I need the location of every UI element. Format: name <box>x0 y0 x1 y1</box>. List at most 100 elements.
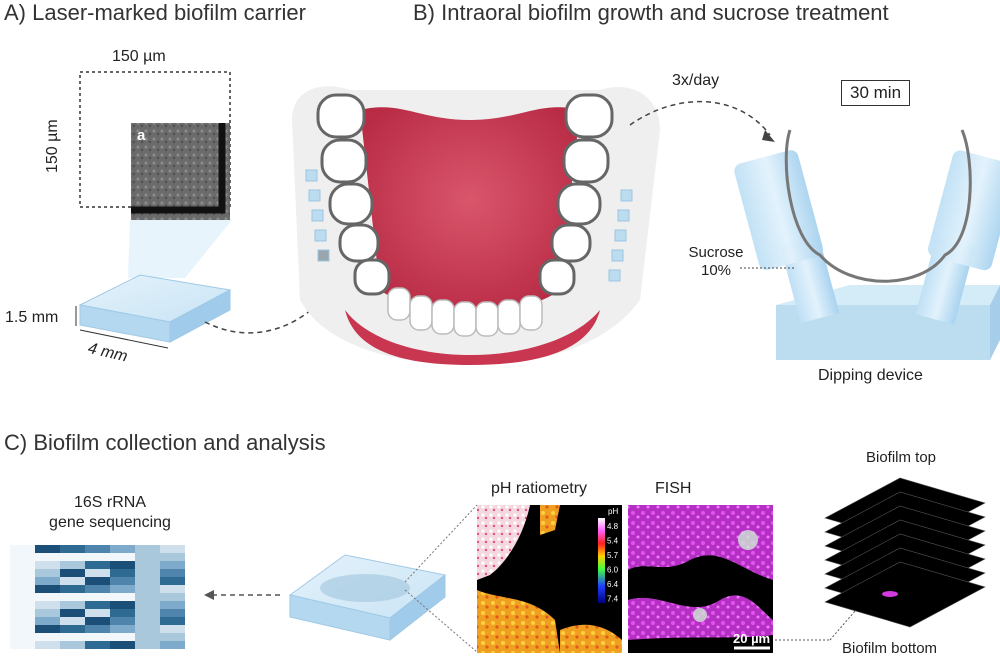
ph-title: pH ratiometry <box>491 480 588 497</box>
carrier-block <box>78 274 232 343</box>
sem-inset-letter: a <box>137 127 146 144</box>
heatmap-cell <box>35 593 60 601</box>
heatmap-cell <box>35 633 60 641</box>
heatmap-cell <box>160 577 185 585</box>
heatmap-cell <box>85 585 110 593</box>
carriers-left <box>305 169 330 262</box>
ph-tick-label: 6.4 <box>607 580 619 589</box>
ph-tick-label: 5.7 <box>607 551 619 560</box>
device-label: Dipping device <box>818 367 923 384</box>
heatmap-cell <box>160 625 185 633</box>
heatmap-cell <box>85 577 110 585</box>
length-tick <box>79 329 169 349</box>
fish-title: FISH <box>655 480 692 497</box>
heatmap-cell <box>35 609 60 617</box>
heatmap-cell <box>110 545 135 553</box>
heatmap-cell <box>135 561 160 569</box>
ph-tick-label: 4.8 <box>607 522 619 531</box>
teeth-front <box>387 287 543 337</box>
heatmap-cell <box>135 545 160 553</box>
heatmap-cell <box>10 553 35 561</box>
biofilm-stack <box>824 477 986 628</box>
stack-top-label: Biofilm top <box>866 449 937 466</box>
lower-jaw-illustration <box>292 86 660 365</box>
heatmap-cell <box>135 617 160 625</box>
heatmap-cell <box>60 641 85 649</box>
heatmap-cell <box>35 561 60 569</box>
heatmap-cell <box>110 633 135 641</box>
heatmap-cell <box>10 641 35 649</box>
heatmap-cell <box>35 601 60 609</box>
arrow-mouth-to-device <box>629 100 771 136</box>
heatmap-cell <box>160 641 185 649</box>
heatmap-cell <box>110 617 135 625</box>
ph-ratiometry-image <box>477 505 622 653</box>
heatmap-cell <box>135 569 160 577</box>
heatmap-cell <box>10 545 35 553</box>
heatmap-cell <box>160 601 185 609</box>
heatmap-cell <box>135 585 160 593</box>
heatmap-cell <box>110 561 135 569</box>
heatmap-cell <box>85 545 110 553</box>
heatmap-cell <box>35 569 60 577</box>
heatmap-cell <box>110 577 135 585</box>
sucrose-pct-label: 10% <box>700 262 732 279</box>
zoom-cone <box>128 220 232 278</box>
heatmap-cell <box>160 545 185 553</box>
heatmap-cell <box>35 577 60 585</box>
tongue <box>360 107 580 313</box>
heatmap-cell <box>85 617 110 625</box>
ph-tick-label: 7.4 <box>607 595 619 604</box>
carrier-thickness-label: 1.5 mm <box>5 309 59 326</box>
heatmap-cell <box>35 585 60 593</box>
teeth-right <box>538 93 614 296</box>
heatmap-cell <box>160 633 185 641</box>
heatmap-cell <box>60 601 85 609</box>
heatmap-cell <box>10 593 35 601</box>
heatmap-cell <box>110 625 135 633</box>
heatmap-cell <box>10 577 35 585</box>
heatmap-cell <box>35 553 60 561</box>
seq-label-line1: 16S rRNA <box>73 494 147 511</box>
heatmap-cell <box>35 625 60 633</box>
panel-b-title: B) Intraoral biofilm growth and sucrose … <box>413 0 889 25</box>
heatmap-cell <box>110 609 135 617</box>
ph-ticks: 4.8 5.4 5.7 6.0 6.4 7.4 <box>607 522 619 604</box>
heatmap-cell <box>10 585 35 593</box>
seq-label-line2: gene sequencing <box>49 514 171 531</box>
heatmap-cell <box>135 625 160 633</box>
heatmap-cell <box>85 593 110 601</box>
heatmap-cell <box>160 617 185 625</box>
heatmap-cell <box>135 609 160 617</box>
stack-layer <box>824 561 986 628</box>
heatmap-cell <box>110 593 135 601</box>
heatmap-cell <box>160 553 185 561</box>
ph-tick-label: 6.0 <box>607 566 619 575</box>
heatmap-cell <box>110 553 135 561</box>
heatmap-cell <box>10 617 35 625</box>
arrow-head-3 <box>204 590 214 600</box>
heatmap-cell <box>10 561 35 569</box>
cylinder-right <box>915 150 1000 325</box>
heatmap-cell <box>85 641 110 649</box>
heatmap-cell <box>85 553 110 561</box>
heatmap-cell <box>60 593 85 601</box>
scale-bar-label: 20 µm <box>733 631 770 646</box>
denture-appliance <box>784 129 972 283</box>
heatmap-cell <box>135 633 160 641</box>
heatmap-cell <box>35 641 60 649</box>
heatmap-cell <box>60 625 85 633</box>
ph-tick-label: 5.4 <box>607 537 619 546</box>
heatmap-cell <box>60 561 85 569</box>
heatmap-cell <box>10 633 35 641</box>
heatmap-cell <box>85 609 110 617</box>
heatmap-cell <box>85 601 110 609</box>
ph-colorbar <box>598 518 605 603</box>
heatmap-cell <box>60 569 85 577</box>
heatmap-cell <box>135 601 160 609</box>
ph-unit: pH <box>608 507 618 516</box>
heatmap-cell <box>10 569 35 577</box>
heatmap-cell <box>160 561 185 569</box>
zoom-line-top <box>404 504 478 583</box>
